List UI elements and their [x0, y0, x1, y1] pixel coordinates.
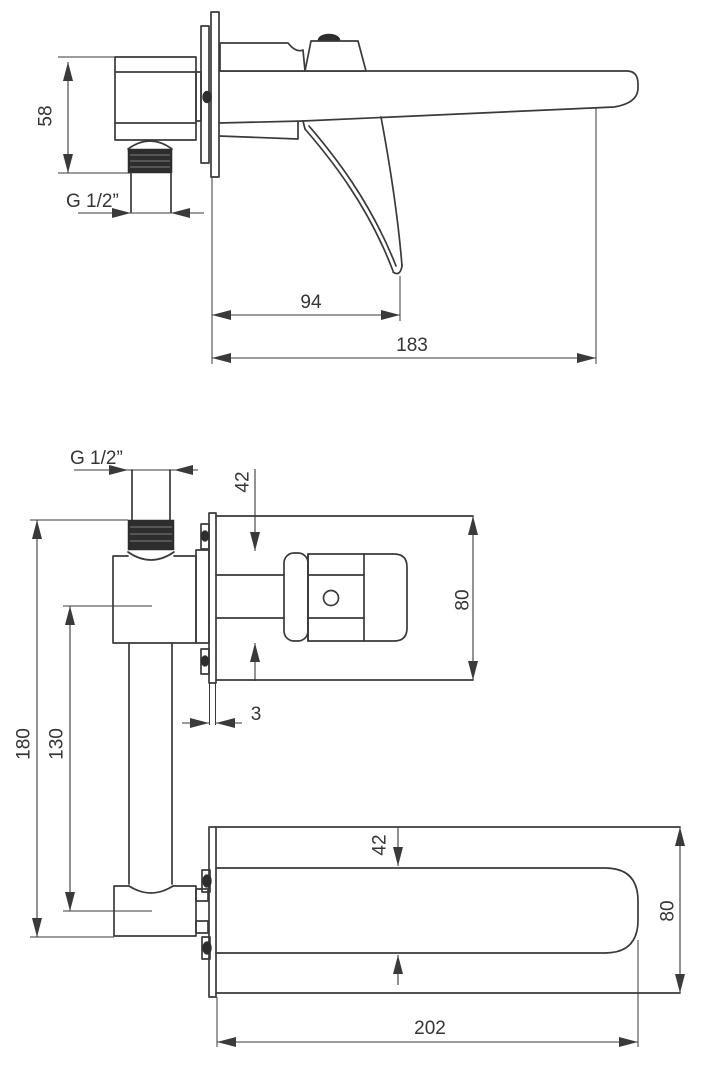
dim-180-label: 180: [14, 728, 35, 760]
plate-screw: [202, 90, 212, 104]
dim-3-plate: 3: [182, 683, 262, 728]
dim-80-spout-label: 80: [658, 900, 679, 921]
side-inwall-body: [114, 56, 197, 141]
plan-wall-plate-lower: [201, 826, 217, 998]
dim-42-handle-label: 42: [233, 471, 254, 492]
dim-202-label: 202: [414, 1018, 446, 1039]
plate-screw: [202, 874, 212, 888]
dim-thread-plan: G 1/2”: [70, 448, 198, 475]
dim-94-label: 94: [300, 292, 322, 313]
plan-handle: [215, 552, 408, 642]
plan-wall-plate-upper: [200, 512, 217, 684]
side-spout: [218, 70, 639, 140]
plan-valve-body: [112, 549, 210, 644]
plan-thread-connector: [127, 469, 175, 561]
plan-view: G 1/2” 42 80 3 180: [14, 448, 685, 1047]
plate-screw: [200, 655, 210, 667]
dim-thread-plan-label: G 1/2”: [70, 448, 123, 469]
dim-180: 180: [14, 519, 128, 938]
plan-spout: [215, 826, 681, 994]
dim-130: 130: [47, 605, 152, 912]
dim-42-handle: 42: [233, 469, 260, 681]
dim-80-spout: 80: [658, 827, 685, 993]
side-handle: [302, 116, 403, 275]
side-view: 58 G 1/2” 94 183: [36, 11, 639, 364]
dim-3-label: 3: [251, 704, 262, 725]
handle-screw-hole: [322, 589, 340, 607]
side-thread-connector: [127, 140, 173, 213]
dim-42-spout: 42: [370, 827, 403, 985]
side-wall-plate: [195, 11, 220, 178]
dim-80-escutcheon: 80: [453, 516, 478, 680]
dim-58-label: 58: [36, 105, 57, 126]
plan-spout-elbow: [113, 885, 209, 937]
thread-male: [127, 519, 175, 551]
dim-thread-side-label: G 1/2”: [66, 191, 119, 212]
dim-58: 58: [36, 56, 130, 174]
dim-130-label: 130: [47, 728, 68, 760]
dim-202: 202: [216, 940, 639, 1047]
plate-screw: [200, 530, 210, 542]
side-lever: [219, 33, 367, 72]
plan-vertical-pipe: [128, 642, 173, 885]
plan-escutcheon-upper: [215, 515, 474, 681]
dim-thread-side: G 1/2”: [66, 191, 204, 218]
dim-80-escutcheon-label: 80: [453, 589, 474, 610]
plate-screw: [202, 941, 212, 955]
dim-94-183: 94 183: [211, 108, 597, 364]
dim-42-spout-label: 42: [370, 834, 391, 855]
thread-dome: [127, 140, 173, 150]
dim-183-label: 183: [396, 335, 428, 356]
